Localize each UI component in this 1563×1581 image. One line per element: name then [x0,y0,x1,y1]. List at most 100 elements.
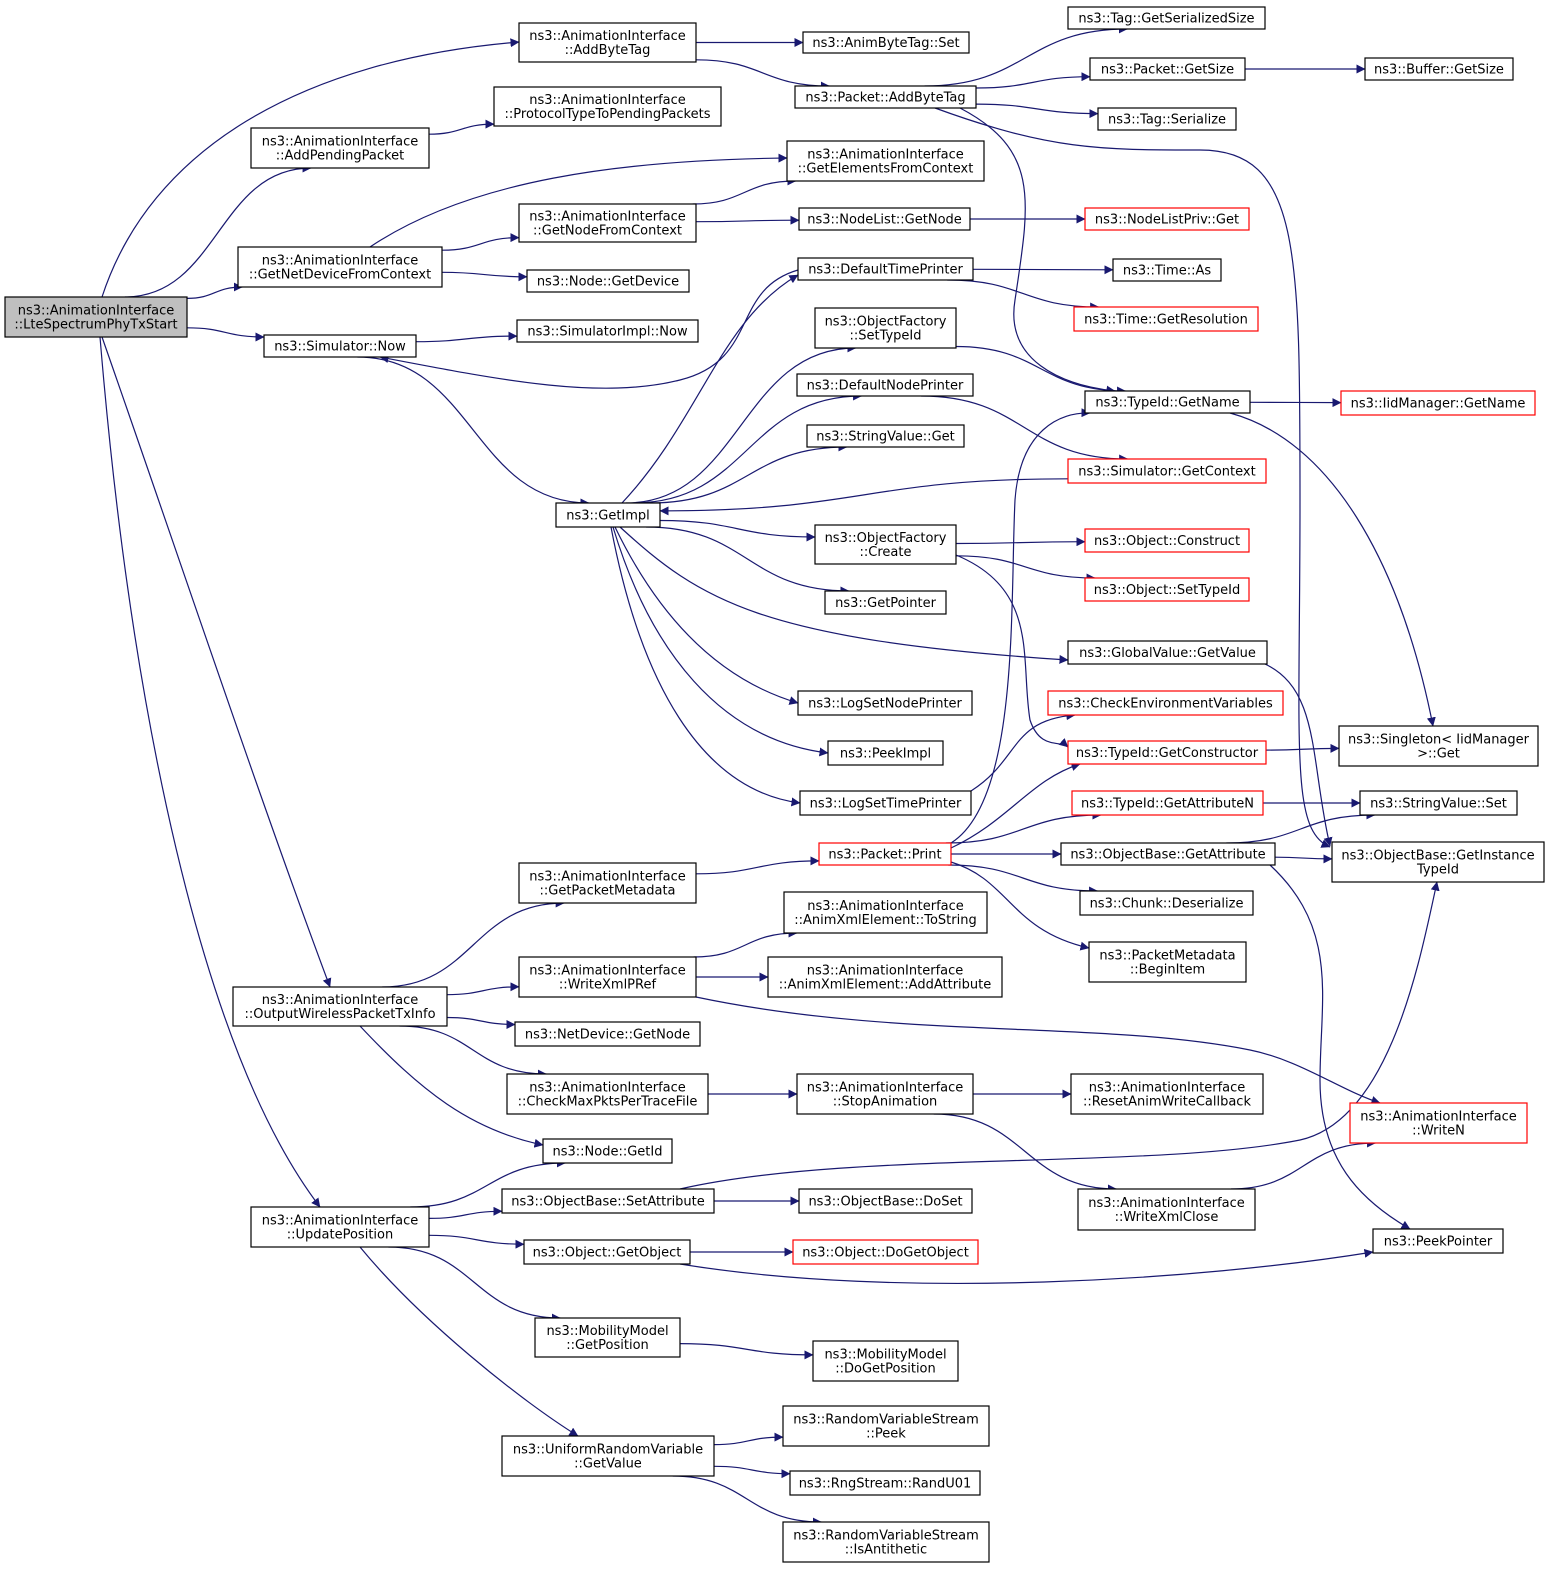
function-node[interactable]: ns3::AnimationInterface::AddPendingPacke… [250,127,430,169]
function-node[interactable]: ns3::Tag::Serialize [1097,107,1237,131]
function-node[interactable]: ns3::Packet::AddByteTag [794,85,977,109]
function-node-box [1084,390,1251,414]
function-node-box [1359,790,1518,816]
function-node[interactable]: ns3::TypeId::GetAttributeN [1071,790,1264,816]
function-node-label: ns3::TypeId::GetAttributeN [1081,797,1254,812]
function-node[interactable]: ns3::PeekPointer [1372,1228,1504,1254]
function-node[interactable]: ns3::Object::GetObject [523,1239,691,1265]
function-node[interactable]: ns3::RandomVariableStream::Peek [782,1405,990,1447]
function-node[interactable]: ns3::Object::DoGetObject [792,1239,979,1265]
function-node[interactable]: ns3::AnimationInterface::GetNodeFromCont… [518,203,697,243]
function-node[interactable]: ns3::Simulator::GetContext [1067,458,1267,484]
call-edge-n42-n43 [1274,854,1333,864]
function-node[interactable]: ns3::CheckEnvironmentVariables [1047,690,1284,716]
function-node[interactable]: ns3::Chunk::Deserialize [1079,890,1254,916]
function-node[interactable]: ns3::GetPointer [824,590,947,615]
call-edge-n27-n28 [659,519,816,542]
function-node[interactable]: ns3::ObjectFactory::SetTypeId [814,307,957,349]
call-edge-n21-n22 [955,345,1127,396]
function-node-label: ns3::RngStream::RandU01 [799,1477,972,1492]
function-node-label: ns3::ObjectFactory [825,315,947,330]
function-node-box [1088,941,1247,983]
function-node[interactable]: ns3::ObjectFactory::Create [814,524,957,565]
function-node[interactable]: ns3::AnimationInterface::OutputWirelessP… [232,986,448,1027]
function-node-box [518,862,697,904]
call-edge-n28-n30 [955,555,1096,583]
function-node[interactable]: ns3::PacketMetadata::BeginItem [1088,941,1247,983]
function-node[interactable]: ns3::Singleton< IidManager >::Get [1338,725,1539,767]
function-node[interactable]: ns3::Node::GetDevice [526,269,690,293]
function-node[interactable]: ns3::Packet::Print [818,842,952,866]
function-node[interactable]: ns3::Object::Construct [1084,528,1250,553]
function-node-label: ns3::MobilityModel [824,1348,946,1363]
function-node-label: ::ResetAnimWriteCallback [1083,1095,1251,1110]
function-node-label: ns3::AnimByteTag::Set [812,36,959,51]
function-node[interactable]: ns3::LogSetNodePrinter [797,690,973,716]
function-node[interactable]: ns3::ObjectBase::GetAttribute [1060,842,1276,866]
function-node[interactable]: ns3::NodeList::GetNode [798,207,971,231]
function-node[interactable]: ns3::LogSetTimePrinter [799,790,972,816]
function-node[interactable]: ns3::Node::GetId [542,1138,673,1164]
function-node[interactable]: ns3::StringValue::Get [806,424,965,448]
function-node-box [1070,1073,1264,1115]
function-node-box [1372,1228,1504,1254]
function-node[interactable]: ns3::TypeId::GetConstructor [1067,740,1267,765]
function-node-label: ns3::AnimationInterface [807,899,964,914]
function-node[interactable]: ns3::Object::SetTypeId [1084,577,1250,602]
function-node[interactable]: ns3::Tag::GetSerializedSize [1067,6,1266,30]
function-node[interactable]: ns3::Time::GetResolution [1073,306,1259,332]
function-node[interactable]: ns3::IidManager::GetName [1340,390,1536,416]
function-node-label: ns3::Chunk::Deserialize [1090,897,1244,912]
function-node[interactable]: ns3::DefaultNodePrinter [796,373,974,397]
function-node[interactable]: ns3::AnimationInterface::ProtocolTypeToP… [493,86,722,127]
function-node[interactable]: ns3::AnimationInterface::StopAnimation [796,1073,974,1115]
function-node[interactable]: ns3::ObjectBase::SetAttribute [501,1188,715,1214]
function-node[interactable]: ns3::UniformRandomVariable::GetValue [501,1435,715,1477]
function-node[interactable]: ns3::AnimationInterface::AnimXmlElement:… [783,891,988,934]
function-node-label: ns3::IidManager::GetName [1351,397,1526,412]
function-node[interactable]: ns3::AnimationInterface::ResetAnimWriteC… [1070,1073,1264,1115]
function-node[interactable]: ns3::AnimationInterface::AddByteTag [518,22,697,63]
function-node[interactable]: ns3::GetImpl [555,502,661,528]
function-node[interactable]: ns3::RandomVariableStream::IsAntithetic [782,1521,990,1563]
function-node[interactable]: ns3::TypeId::GetName [1084,390,1251,414]
function-node[interactable]: ns3::MobilityModel::DoGetPosition [812,1340,959,1382]
function-node-box [1067,740,1267,765]
function-node[interactable]: ns3::StringValue::Set [1359,790,1518,816]
function-node[interactable]: ns3::NetDevice::GetNode [514,1021,701,1047]
call-edge-n57-n43 [679,881,1440,1190]
function-node[interactable]: ns3::AnimationInterface::WriteN [1349,1102,1528,1144]
function-node[interactable]: ns3::MobilityModel::GetPosition [534,1317,681,1358]
function-node-box [1340,390,1536,416]
function-node-label: ns3::GetPointer [835,596,936,611]
function-node-box [501,1188,715,1214]
function-node-label: >::Get [1417,747,1460,762]
function-node[interactable]: ns3::ObjectBase::DoSet [798,1188,973,1214]
function-node[interactable]: ns3::AnimationInterface::AnimXmlElement:… [767,956,1003,998]
function-node-label: ns3::NodeList::GetNode [807,213,962,228]
function-node-label: ns3::AnimationInterface [262,254,419,269]
function-node[interactable]: ns3::DefaultTimePrinter [797,257,974,281]
function-node[interactable]: ns3::Packet::GetSize [1089,57,1246,81]
function-node[interactable]: ns3::AnimByteTag::Set [802,31,970,54]
function-node[interactable]: ns3::AnimationInterface::WriteXmlPRef [518,956,697,998]
function-node[interactable]: ns3::PeekImpl [827,740,944,766]
function-node[interactable]: ns3::GlobalValue::GetValue [1067,640,1268,665]
function-node[interactable]: ns3::AnimationInterface::UpdatePosition [250,1206,430,1248]
function-node[interactable]: ns3::RngStream::RandU01 [789,1470,981,1496]
function-node[interactable]: ns3::AnimationInterface::CheckMaxPktsPer… [506,1073,709,1115]
function-node[interactable]: ns3::SimulatorImpl::Now [516,319,699,343]
function-node[interactable]: ns3::AnimationInterface::WriteXmlClose [1077,1188,1256,1231]
call-edge-n66-n69 [672,1475,822,1527]
function-node[interactable]: ns3::AnimationInterface::GetPacketMetada… [518,862,697,904]
function-node[interactable]: ns3::Buffer::GetSize [1364,57,1514,81]
function-node[interactable]: ns3::NodeListPriv::Get [1084,207,1250,231]
function-node[interactable]: ns3::AnimationInterface::GetNetDeviceFro… [237,246,443,288]
function-node-label: ::AddByteTag [565,43,651,58]
call-edge-n11-n12 [695,215,800,225]
function-node[interactable]: ns3::AnimationInterface::GetElementsFrom… [786,140,985,182]
function-node[interactable]: ns3::Simulator::Now [263,334,417,358]
function-node-label: ::AddPendingPacket [276,149,404,164]
function-node[interactable]: ns3::Time::As [1112,258,1222,282]
